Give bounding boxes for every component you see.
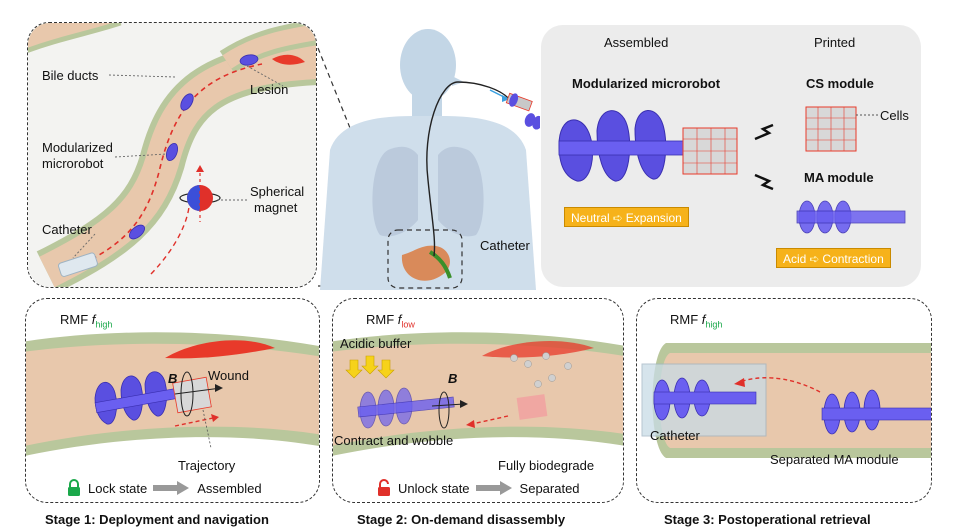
- stage2-state-row: Unlock state Separated: [376, 478, 580, 498]
- contraction-tag: Acid➪Contraction: [776, 248, 891, 268]
- expansion-tag: Neutral➪Expansion: [564, 207, 689, 227]
- stage2-panel: [332, 298, 624, 503]
- bile-duct-illustration: [28, 23, 316, 287]
- stage1-rmf: RMF fhigh: [60, 312, 112, 333]
- stage3-title: Stage 3: Postoperational retrieval: [664, 512, 871, 527]
- arrow-right-icon: [475, 481, 512, 495]
- cells-label: Cells: [880, 108, 909, 123]
- stage1-state-row: Lock state Assembled: [66, 478, 262, 498]
- stage3-f-symbol: f: [701, 312, 706, 327]
- arrow-right-icon: [153, 481, 190, 495]
- stage2-b-label: B: [448, 371, 458, 386]
- unlock-icon: [378, 479, 390, 496]
- magnet-label-line2: magnet: [254, 200, 298, 215]
- human-body-illustration: [317, 29, 540, 290]
- stage1-b-label: B: [168, 371, 178, 386]
- wound-label: Wound: [208, 368, 249, 383]
- bile-duct-panel: [27, 22, 317, 288]
- stage2-f-sub: low: [401, 319, 415, 330]
- catheter-label-left: Catheter: [42, 222, 92, 237]
- stage3-f-sub: high: [705, 319, 723, 330]
- microrobot-label-line2: microrobot: [42, 156, 104, 171]
- stage2-title: Stage 2: On-demand disassembly: [357, 512, 566, 527]
- arrow-right-icon: ➪: [809, 252, 820, 266]
- contract-wobble-label: Contract and wobble: [334, 433, 454, 448]
- stage2-rmf: RMF flow: [366, 312, 415, 333]
- unlock-state-text: Unlock state: [398, 480, 470, 496]
- lock-icon: [68, 479, 80, 496]
- stage1-rmf-text: RMF: [60, 312, 89, 327]
- microrobot-title: Modularized microrobot: [572, 76, 721, 91]
- tag-acid-text: Acid: [783, 252, 807, 266]
- separated-ma-label: Separated MA module: [770, 452, 899, 467]
- microrobot-label-line1: Modularized: [42, 140, 113, 155]
- trajectory-label: Trajectory: [178, 458, 236, 473]
- cs-module-title: CS module: [806, 76, 874, 91]
- module-illustration: [558, 106, 906, 234]
- bile-ducts-label: Bile ducts: [42, 68, 99, 83]
- stage3-illustration: [641, 343, 931, 458]
- stage2-illustration: [333, 332, 623, 458]
- lesion-label: Lesion: [250, 82, 289, 97]
- acidic-buffer-label: Acidic buffer: [340, 336, 412, 351]
- stage3-rmf: RMF fhigh: [670, 312, 722, 333]
- magnet-label-line1: Spherical: [250, 184, 305, 199]
- stage2-rmf-text: RMF: [366, 312, 395, 327]
- stage1-title: Stage 1: Deployment and navigation: [45, 512, 269, 527]
- tag-contraction-text: Contraction: [822, 252, 884, 266]
- arrow-right-icon: ➪: [612, 211, 623, 225]
- stage1-panel: [25, 298, 320, 503]
- lock-state-text: Lock state: [88, 480, 148, 496]
- assembled-header: Assembled: [604, 35, 669, 50]
- stage1-f-sub: high: [95, 319, 113, 330]
- catheter-label-stage3: Catheter: [650, 428, 700, 443]
- separated-text: Separated: [519, 480, 580, 496]
- ma-module-title: MA module: [804, 170, 874, 185]
- stage3-panel: [636, 298, 932, 503]
- printed-header: Printed: [814, 35, 856, 50]
- catheter-label-center: Catheter: [480, 238, 530, 253]
- tag-expansion-text: Expansion: [625, 211, 682, 225]
- biodegrade-label: Fully biodegrade: [498, 458, 595, 473]
- stage2-f-symbol: f: [397, 312, 402, 327]
- stage3-rmf-text: RMF: [670, 312, 699, 327]
- assembled-text: Assembled: [197, 480, 262, 496]
- stage1-f-symbol: f: [91, 312, 96, 327]
- tag-neutral-text: Neutral: [571, 211, 610, 225]
- stage1-illustration: [26, 332, 319, 458]
